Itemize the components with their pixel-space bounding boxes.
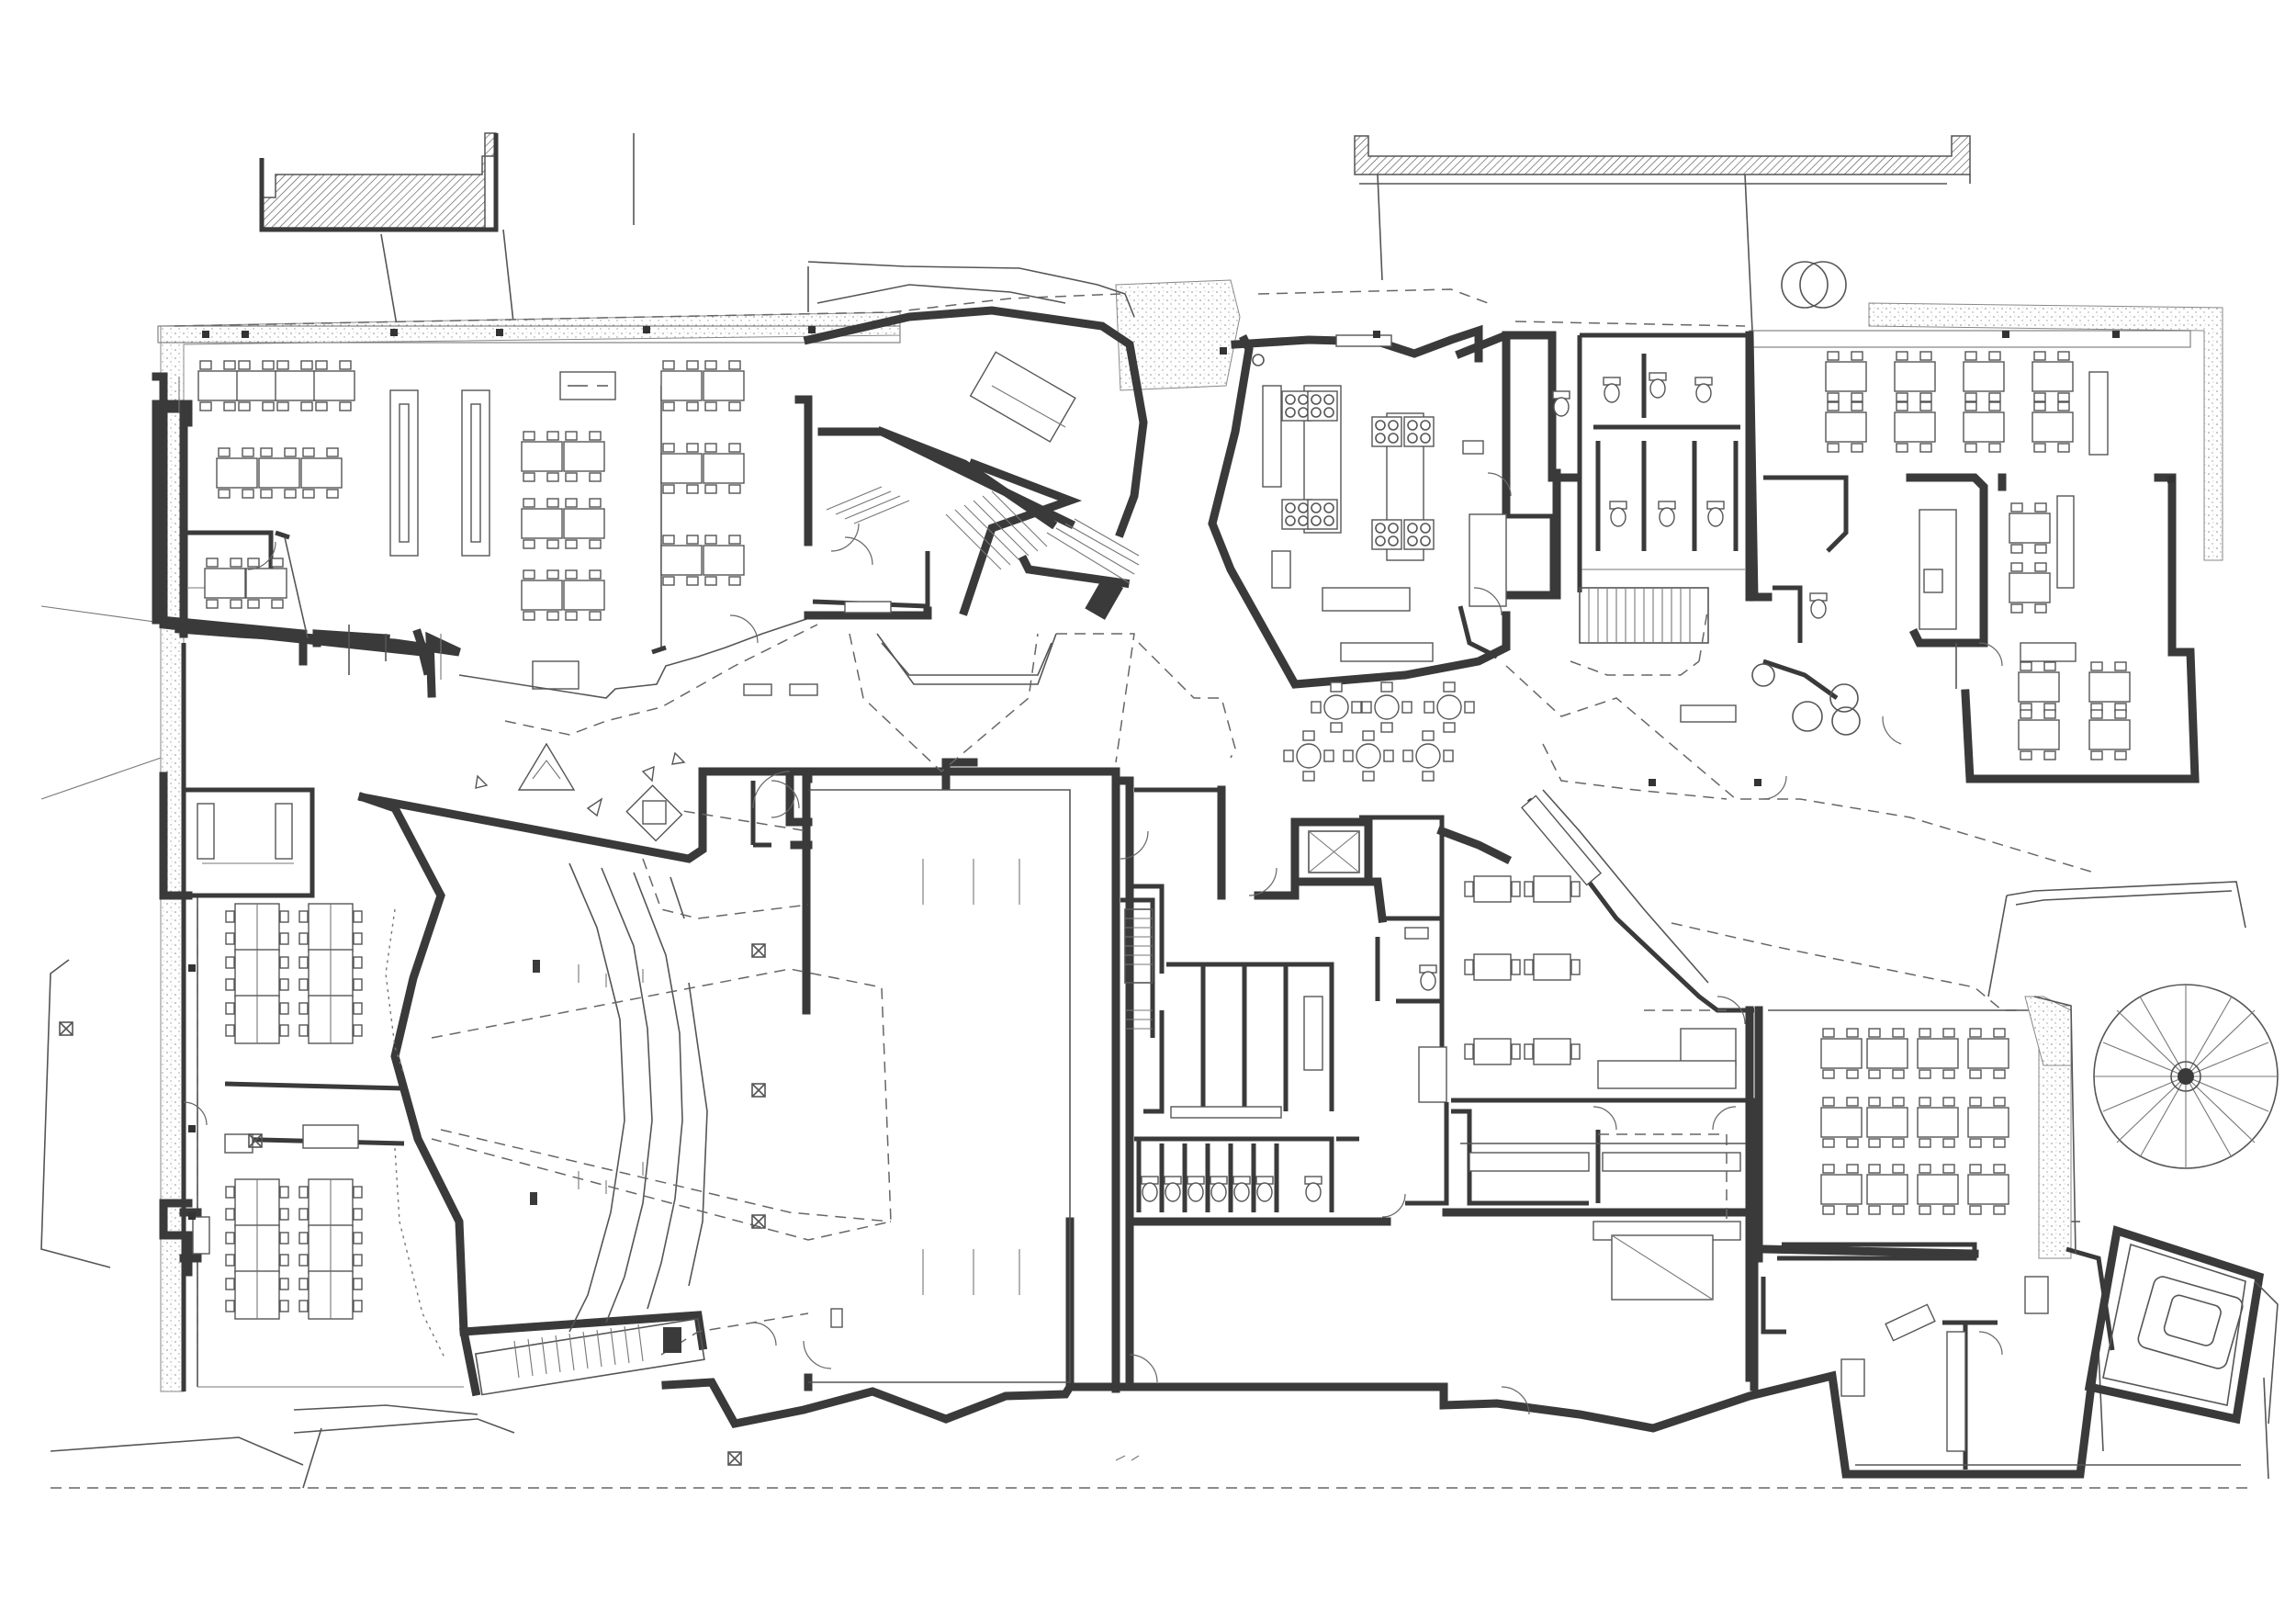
ceiling-outlines <box>174 288 2095 873</box>
lobby <box>475 683 818 848</box>
tree-canopy <box>2093 984 2279 1169</box>
east-wing <box>1745 330 2200 783</box>
northwest-wing <box>152 325 901 699</box>
neighbour-building-left <box>261 132 497 229</box>
service-block-north <box>1455 331 1839 723</box>
wall-auditorium <box>357 767 813 863</box>
wall-north-classrooms <box>174 625 461 698</box>
site-context <box>40 132 1971 1268</box>
stage-marks <box>922 859 1020 1295</box>
tree-symbol <box>1781 261 1829 309</box>
central-services <box>1120 785 1449 1226</box>
columns <box>188 326 2175 1220</box>
wall-south-main <box>661 1358 2099 1479</box>
auditorium <box>431 789 1071 1396</box>
neighbour-building-right <box>1354 135 1971 175</box>
west-classrooms <box>179 643 464 1391</box>
exterior-walls <box>152 372 2099 1479</box>
cafe-tables <box>1283 681 1475 782</box>
door-swings <box>183 472 2003 1415</box>
perimeter-paving <box>160 279 2223 1392</box>
central-stair-zone <box>794 261 1148 773</box>
southeast-classroom <box>1745 1005 2115 1470</box>
stair-treads <box>826 486 1140 584</box>
marker-symbol <box>59 1021 73 1036</box>
east-classrooms <box>1436 789 2020 1391</box>
ground-line <box>50 1377 2269 1489</box>
east-site <box>1987 881 2279 1425</box>
kitchen <box>1208 324 1511 689</box>
